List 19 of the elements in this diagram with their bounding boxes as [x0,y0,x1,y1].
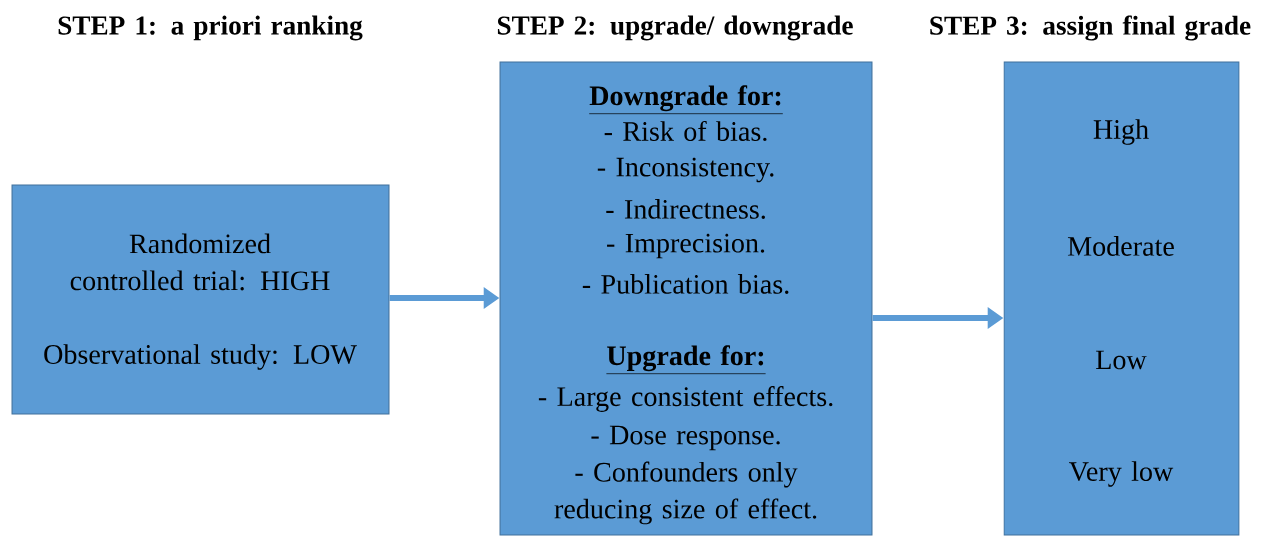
list-item: Very low [1069,461,1174,487]
list-item: Moderate [1067,236,1174,256]
step-heading: STEP 2: upgrade/ downgrade [497,15,853,41]
list-item: - Large consistent effects. [538,386,833,412]
list-item: - Dose response. [591,425,780,451]
list-item: - Imprecision. [607,233,765,259]
step-heading: STEP 3: assign final grade [930,15,1251,41]
list-item: Observational study: LOW [44,344,357,370]
list-item: Randomized controlled trial: HIGH [70,233,330,291]
section-heading: Upgrade for: [606,345,766,375]
list-item: High [1093,119,1149,145]
list-item: - Inconsistency. [597,157,774,183]
list-item: - Risk of bias. [604,120,767,142]
list-item: - Confounders only reducing size of effect. [554,461,817,525]
list-item: Low [1096,350,1147,370]
list-item: - Publication bias. [582,274,789,294]
section-heading: Downgrade for: [588,85,784,115]
step-heading: STEP 1: a priori ranking [58,15,363,41]
list-item: - Indirectness. [606,199,765,219]
